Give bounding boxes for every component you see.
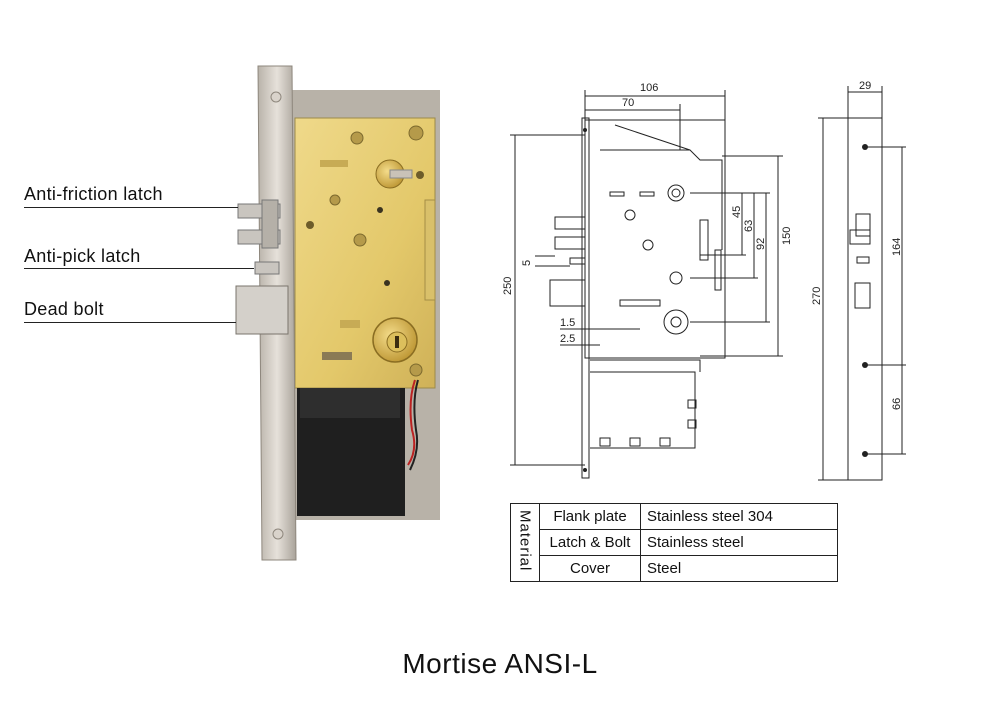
plate-screw-icon <box>862 144 868 150</box>
drawing-slot <box>699 219 709 261</box>
case-screw <box>329 194 341 206</box>
dim-label-45: 45 <box>731 206 743 218</box>
case-slot <box>320 160 348 167</box>
case-screw <box>306 221 314 229</box>
case-screw <box>416 171 424 179</box>
latch-stub <box>554 216 586 230</box>
dim-label-1-5: 1.5 <box>560 317 575 329</box>
plate-cutout <box>849 229 871 245</box>
dim-label-164: 164 <box>891 238 903 256</box>
latch-stub <box>569 257 586 265</box>
dim-label-270: 270 <box>811 287 823 305</box>
product-caption: Mortise ANSI-L <box>402 648 598 679</box>
drawing-slot <box>639 191 655 197</box>
dim-label-70: 70 <box>622 97 634 109</box>
callout-anti-pick-latch: Anti-pick latch <box>24 246 141 266</box>
drawing-hole <box>667 184 685 202</box>
box-detail <box>687 399 697 409</box>
lock-photo <box>235 65 440 561</box>
drawing-hole <box>670 316 682 328</box>
drawing-hole <box>624 209 636 221</box>
table-row: Material Flank plate Stainless steel 304 <box>510 503 838 582</box>
keyway <box>395 336 399 348</box>
case-outline <box>614 124 691 151</box>
plate-cutout <box>856 256 870 264</box>
case-screw <box>408 125 424 141</box>
dim-label-250: 250 <box>502 277 514 295</box>
box-detail <box>687 419 697 429</box>
callout-line <box>24 207 238 208</box>
case-slot <box>340 320 360 328</box>
dim-label-5: 5 <box>521 260 533 266</box>
dim-label-2-5: 2.5 <box>560 333 575 345</box>
callout-dead-bolt: Dead bolt <box>24 299 104 319</box>
box-detail <box>659 437 671 447</box>
box-outline <box>590 371 696 449</box>
side-screw-icon <box>583 128 587 132</box>
part-cell: Flank plate <box>539 503 641 530</box>
dim-label-66: 66 <box>891 398 903 410</box>
plate-screw <box>270 91 282 103</box>
box-detail <box>599 437 611 447</box>
wire <box>407 379 416 466</box>
material-header: Material <box>516 509 534 572</box>
case-screw <box>353 233 367 247</box>
box-outline <box>590 359 701 372</box>
callout-line <box>24 268 254 269</box>
dead-bolt <box>235 285 289 335</box>
drawing-hole <box>669 271 683 285</box>
case-screw <box>384 280 390 286</box>
anti-pick-latch <box>254 261 280 275</box>
dim-label-29: 29 <box>859 80 871 92</box>
dim-label-63: 63 <box>743 220 755 232</box>
case-screw <box>377 207 383 213</box>
table-row: Cover Steel <box>511 555 838 582</box>
anti-friction-latch <box>261 199 279 249</box>
box-detail <box>629 437 641 447</box>
part-cell: Cover <box>539 555 641 582</box>
plate-screw <box>272 528 284 540</box>
case-outline <box>600 149 723 250</box>
latch-stub <box>554 236 586 250</box>
dim-label-92: 92 <box>755 238 767 250</box>
material-cell: Stainless steel <box>640 529 838 556</box>
case-screw <box>409 363 423 377</box>
case-slot <box>424 199 436 301</box>
drawing-slot <box>714 249 722 291</box>
material-cell: Steel <box>640 555 838 582</box>
material-header-cell: Material <box>510 503 540 582</box>
table-row: Latch & Bolt Stainless steel <box>511 529 838 556</box>
plate-screw-icon <box>862 451 868 457</box>
dim-label-150: 150 <box>781 227 793 245</box>
case-slot <box>322 352 352 360</box>
wire <box>409 379 419 471</box>
technical-drawing: 106 70 250 150 92 63 45 5 1.5 2.5 29 270… <box>502 80 906 481</box>
callout-line <box>24 322 236 323</box>
case-screw <box>350 131 364 145</box>
dim-label-106: 106 <box>640 82 658 94</box>
face-plate-front <box>847 117 883 481</box>
drawing-slot <box>609 191 625 197</box>
material-table: Material Flank plate Stainless steel 304… <box>510 503 838 582</box>
electronics-box-top <box>300 388 400 418</box>
drawing-slot <box>619 299 661 307</box>
part-cell: Latch & Bolt <box>539 529 641 556</box>
material-cell: Stainless steel 304 <box>640 503 838 530</box>
drawing-hole <box>671 188 681 198</box>
plate-cutout <box>855 213 871 237</box>
plate-screw-icon <box>862 362 868 368</box>
side-screw-icon <box>583 468 587 472</box>
spindle-bar <box>389 169 413 179</box>
plate-cutout <box>854 282 871 309</box>
callout-anti-friction-latch: Anti-friction latch <box>24 184 163 204</box>
dead-bolt-stub <box>549 279 586 307</box>
drawing-hole <box>642 239 654 251</box>
drawing-hole <box>663 309 689 335</box>
